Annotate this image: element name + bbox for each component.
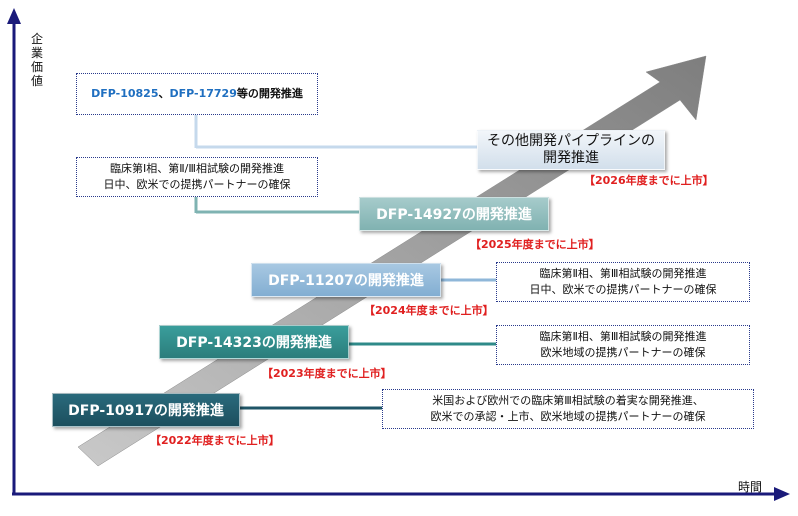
note-line: 日中、欧米での提携パートナーの確保 xyxy=(529,283,717,296)
stage-dfp-11207: DFP-11207の開発推進 xyxy=(251,263,441,297)
y-axis-arrowhead xyxy=(7,8,21,24)
note-line: 欧米地域の提携パートナーの確保 xyxy=(540,346,706,359)
note-dfp-10917: 米国および欧州での臨床第Ⅲ相試験の着実な開発推進、 欧米での承認・上市、欧米地域… xyxy=(382,389,754,429)
stage-dfp-10917: DFP-10917の開発推進 xyxy=(52,393,240,427)
stage-line: その他開発パイプラインの xyxy=(487,133,655,149)
stage-dfp-14927: DFP-14927の開発推進 xyxy=(359,197,549,231)
note-line: 臨床第Ⅱ相、第Ⅲ相試験の開発推進 xyxy=(539,330,707,343)
stage-line: 開発推進 xyxy=(543,150,599,166)
note-sep: 、 xyxy=(158,87,170,100)
note-line: 欧米での承認・上市、欧米地域の提携パートナーの確保 xyxy=(430,410,706,423)
note-line: 臨床第Ⅰ相、第Ⅱ/Ⅲ相試験の開発推進 xyxy=(110,162,284,175)
stage-other-pipeline: その他開発パイプラインの 開発推進 xyxy=(477,130,665,170)
note-dfp-14927: 臨床第Ⅰ相、第Ⅱ/Ⅲ相試験の開発推進 日中、欧米での提携パートナーの確保 xyxy=(76,157,318,197)
y-axis-label: 企業価値 xyxy=(30,32,43,88)
x-axis-arrowhead xyxy=(774,487,790,501)
note-code-2: DFP-17729 xyxy=(169,87,237,100)
launch-target-2026: 【2026年度までに上市】 xyxy=(584,174,714,187)
note-dfp-11207: 臨床第Ⅱ相、第Ⅲ相試験の開発推進 日中、欧米での提携パートナーの確保 xyxy=(496,262,750,302)
stage-dfp-14323: DFP-14323の開発推進 xyxy=(159,325,349,359)
x-axis-label: 時間 xyxy=(738,480,763,494)
note-line: 米国および欧州での臨床第Ⅲ相試験の着実な開発推進、 xyxy=(432,394,704,407)
note-other-compounds: DFP-10825、DFP-17729等の開発推進 xyxy=(76,73,318,115)
launch-target-2022: 【2022年度までに上市】 xyxy=(150,434,280,447)
launch-target-2025: 【2025年度までに上市】 xyxy=(470,238,600,251)
note-rest: 等の開発推進 xyxy=(236,87,303,100)
launch-target-2023: 【2023年度までに上市】 xyxy=(262,367,392,380)
note-dfp-14323: 臨床第Ⅱ相、第Ⅲ相試験の開発推進 欧米地域の提携パートナーの確保 xyxy=(496,325,750,365)
note-line: 臨床第Ⅱ相、第Ⅲ相試験の開発推進 xyxy=(539,267,707,280)
note-line: 日中、欧米での提携パートナーの確保 xyxy=(103,178,291,191)
launch-target-2024: 【2024年度までに上市】 xyxy=(364,304,494,317)
note-code-1: DFP-10825 xyxy=(91,87,159,100)
